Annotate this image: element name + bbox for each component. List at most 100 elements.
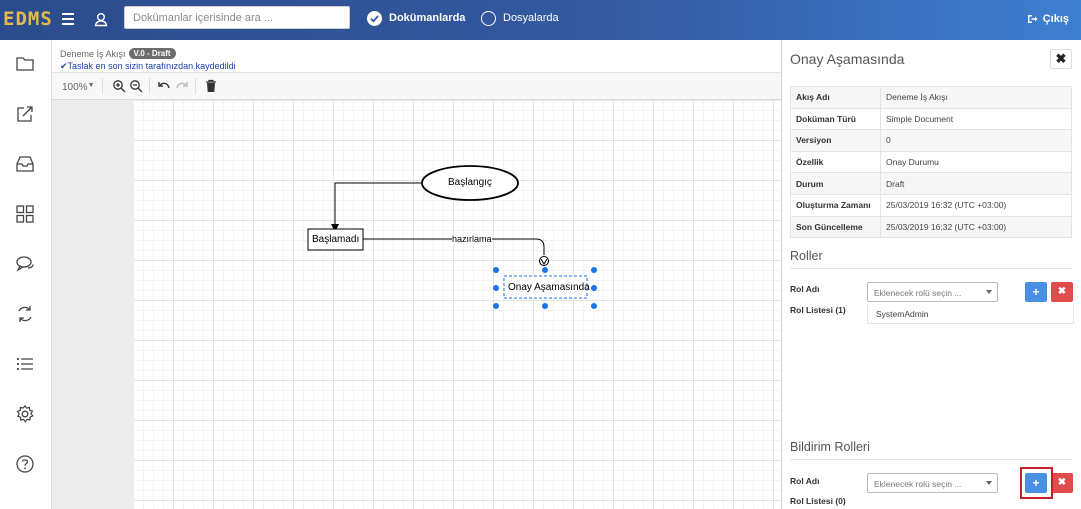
node-approval-shape[interactable] (503, 275, 588, 299)
detail-key: Akış Adı (790, 86, 881, 109)
detail-key: Son Güncelleme (790, 215, 881, 239)
sync-icon[interactable] (15, 304, 35, 324)
top-bar: EDMS Dokümanlarda Dosyalarda Çıkış (0, 0, 1081, 40)
chevron-down-icon (986, 481, 992, 485)
notify-role-select[interactable]: Eklenecek rolü seçin ... (867, 473, 998, 493)
diagram-canvas[interactable]: Başlangıç Başlamadı Onay Aşamasında hazı… (134, 101, 781, 509)
notify-role-select-placeholder: Eklenecek rolü seçin ... (874, 479, 962, 489)
toolbar-divider (102, 78, 103, 94)
radio-folders[interactable]: Dosyalarda (481, 9, 559, 27)
zoom-level: 100% (62, 82, 88, 93)
empty-circle-icon (481, 10, 496, 26)
workflow-name: Deneme İş Akışı (60, 48, 126, 59)
caret-down-icon: ▼ (87, 82, 95, 89)
search-input[interactable] (124, 6, 350, 29)
node-approval-label: Onay Aşamasında (508, 282, 590, 293)
add-notify-role-button[interactable]: + (1025, 473, 1047, 493)
user-icon[interactable] (93, 11, 109, 27)
detail-value: Onay Durumu (880, 150, 1072, 174)
plus-icon: + (1032, 285, 1040, 299)
workflow-editor: Deneme İş Akışı V.0 - Draft ✔Taslak en s… (52, 40, 781, 509)
role-list: SystemAdmin (867, 304, 1074, 324)
share-icon[interactable] (15, 104, 35, 124)
edge-start-to-not-started[interactable] (331, 182, 421, 232)
role-select-placeholder: Eklenecek rolü seçin ... (874, 288, 962, 298)
zoom-dropdown[interactable]: 100%▼ (62, 82, 95, 93)
highlight-box (1020, 467, 1053, 499)
folder-icon[interactable] (15, 54, 35, 74)
grid-icon[interactable] (15, 204, 35, 224)
sidebar (0, 40, 52, 509)
menu-icon[interactable] (62, 13, 74, 25)
trash-icon[interactable] (204, 79, 218, 93)
toolbar-divider (195, 78, 196, 94)
editor-toolbar: 100%▼ (52, 72, 781, 100)
edge-not-started-to-approval[interactable] (363, 238, 545, 255)
role-name-label: Rol Adı (790, 284, 820, 294)
redo-icon[interactable] (175, 79, 189, 93)
version-badge: V.0 - Draft (128, 48, 176, 59)
detail-value: Draft (880, 172, 1072, 195)
inbox-icon[interactable] (15, 154, 35, 174)
chat-icon[interactable] (15, 254, 35, 274)
detail-key: Versiyon (790, 129, 881, 152)
logout-icon (1027, 15, 1038, 23)
help-icon[interactable] (15, 454, 35, 474)
app-logo[interactable]: EDMS (3, 8, 53, 30)
close-icon: ✖ (1057, 477, 1067, 488)
notify-role-list-label: Rol Listesi (0) (790, 496, 846, 506)
detail-key: Doküman Türü (790, 107, 881, 131)
remove-role-button[interactable]: ✖ (1051, 282, 1073, 302)
close-icon: ✖ (1057, 286, 1067, 297)
detail-value: 0 (880, 129, 1072, 152)
close-button[interactable]: ✖ (1050, 49, 1072, 69)
edge-target-marker (539, 256, 549, 266)
panel-title: Onay Aşamasında (790, 51, 905, 67)
detail-key: Durum (790, 172, 881, 195)
list-item[interactable]: SystemAdmin (876, 309, 929, 319)
saved-message: ✔Taslak en son sizin tarafınızdan kayded… (60, 61, 236, 72)
chevron-down-icon (986, 290, 992, 294)
detail-value: 25/03/2019 16:32 (UTC +03:00) (880, 193, 1072, 217)
role-select[interactable]: Eklenecek rolü seçin ... (867, 282, 998, 302)
edge-label: hazırlama (452, 234, 492, 244)
add-role-button[interactable]: + (1025, 282, 1047, 302)
notify-roles-section-title: Bildirim Rolleri (790, 440, 1072, 460)
undo-icon[interactable] (157, 79, 171, 93)
detail-key: Oluşturma Zamanı (790, 193, 881, 217)
gear-icon[interactable] (15, 404, 35, 424)
detail-value: Simple Document (880, 107, 1072, 131)
toolbar-divider (149, 78, 150, 94)
radio-documents[interactable]: Dokümanlarda (367, 9, 465, 27)
detail-value: 25/03/2019 16:32 (UTC +03:00) (880, 215, 1072, 239)
selection-handles[interactable] (493, 267, 597, 309)
node-start-label: Başlangıç (448, 177, 492, 188)
node-not-started-label: Başlamadı (312, 234, 360, 245)
node-start-shape[interactable] (421, 165, 519, 201)
edge-arrow-head (540, 258, 548, 265)
list-icon[interactable] (15, 354, 35, 374)
saved-message-text: Taslak en son sizin tarafınızdan kaydedi… (67, 61, 236, 71)
detail-value: Deneme İş Akışı (880, 86, 1072, 109)
detail-key: Özellik (790, 150, 881, 174)
remove-notify-role-button[interactable]: ✖ (1051, 473, 1073, 493)
radio-folders-label: Dosyalarda (503, 12, 559, 24)
node-not-started-shape[interactable] (307, 228, 364, 251)
role-list-label: Rol Listesi (1) (790, 305, 846, 315)
zoom-in-icon[interactable] (112, 79, 126, 93)
check-circle-icon (367, 10, 382, 26)
logout-label: Çıkış (1042, 13, 1069, 25)
logout-button[interactable]: Çıkış (1027, 13, 1069, 25)
close-icon: ✖ (1055, 51, 1067, 66)
zoom-out-icon[interactable] (129, 79, 143, 93)
check-icon: ✔ (60, 61, 68, 71)
workflow-diagram (307, 165, 597, 309)
